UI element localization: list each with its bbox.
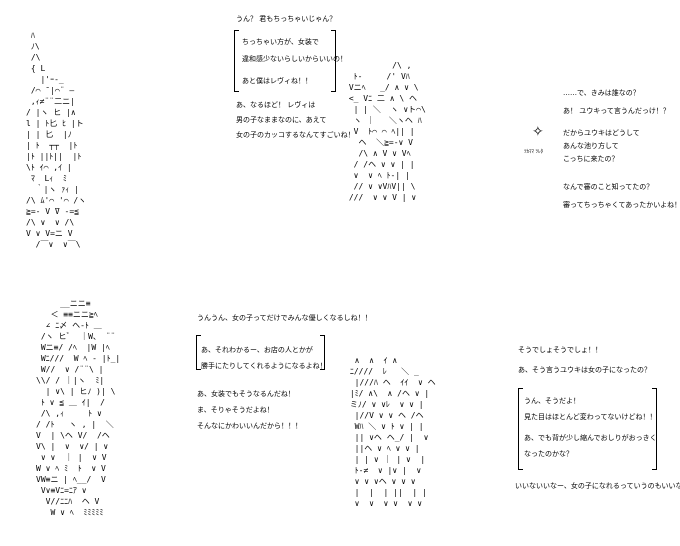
dialogue-line: ……で、きみは誰なの？ (563, 89, 640, 97)
dialogue-line: うん、そうだよ！ (524, 397, 580, 405)
speech-bracket-left (234, 30, 239, 92)
speech-bracket-right (652, 388, 657, 470)
dialogue-line: 男の子なままなのに、あえて (236, 116, 327, 124)
dialogue-line: 審ってちっちゃくてあったかいよね！ (563, 201, 680, 209)
speech-bracket-right (331, 30, 336, 92)
dialogue-line: うん？ 君もちっちゃいじゃん？ (236, 15, 337, 23)
dialogue-line: あ、そう言うユウキは女の子になったの？ (518, 366, 651, 374)
speech-bracket-right (320, 335, 325, 370)
speech-bracket-left (196, 335, 201, 370)
dialogue-line: 見た目はほとんど変わってないけどね！！ (524, 413, 657, 421)
dialogue-line: 違和感少ないらしいからいいの！ (242, 55, 347, 63)
dialogue-line: 勝手にたりしてくれるようになるよね！ (201, 362, 327, 370)
dialogue-line: あと僕はレヴィね！！ (242, 77, 312, 85)
dialogue-line: あ、女装でもそうなるんだね！ (197, 390, 295, 398)
dialogue-line: あ、なるほど！ レヴィは (236, 101, 316, 109)
sparkle-effect: ✧ (532, 124, 544, 140)
dialogue-line: ま、そりゃそうだよね！ (197, 406, 274, 414)
dialogue-line: いいないいなー、女の子になれるっていうのもいいなー！ (515, 482, 680, 490)
dialogue-line: うんうん、女の子ってだけでみんな優しくなるしね！！ (197, 314, 372, 322)
ascii-art-character-4: ∧ ∧ ｲ ∧ ﾆ//// ﾚ ＼ _ |///ﾊ ヘ ｲｲ ∨ ヘ |ﾐ/ ∧… (349, 356, 436, 508)
dialogue-line: だからユウキはどうして (563, 129, 640, 137)
dialogue-line: こっちに来たの？ (563, 155, 619, 163)
sparkle-caption: ﾂｶﾏﾏ ﾂﾚﾀ (524, 149, 544, 155)
speech-bracket-left (518, 388, 523, 470)
dialogue-line: あんな池り方して (563, 142, 619, 150)
dialogue-line: ちっちゃい方が、女装で (242, 38, 319, 46)
ascii-art-character-3: __ニニ≡ ＜ ≡≡ニニ≧ﾍ ∠ ﾆ〆 ヘ-ﾄ ＿ /ヽ ヒﾞ ｜W、 ¨¨ W… (36, 299, 121, 517)
dialogue-line: あ、それわかるー、お店の人とかが (201, 346, 313, 354)
dialogue-line: そうでしょそうでしょ！！ (518, 346, 602, 354)
dialogue-line: 女の子のカッコするなんてすごいね！ (236, 131, 355, 139)
dialogue-line: なんで審のこと知ってたの？ (563, 183, 654, 191)
dialogue-line: なったのかな？ (524, 450, 573, 458)
dialogue-line: あ、でも背が少し縮んでおしりがおっきく (524, 434, 657, 442)
ascii-art-character-1: ﾊ ﾉ\ /\ { L |'ｰ-_ /⌒ ̄ |⌒¨ ― ,ｨ≠¨¨二ニ| / … (26, 31, 87, 249)
dialogue-line: そんなにかわいいんだから！！！ (197, 422, 302, 430)
dialogue-line: あ！ ユウキって言うんだっけ！？ (563, 107, 670, 115)
ascii-art-character-2: /\ , ﾄ- /' Vﾊ Vニﾍ _/ ∧ ∨ \ <_ Vﾆ 二 ∧ \ ヘ… (348, 61, 426, 202)
